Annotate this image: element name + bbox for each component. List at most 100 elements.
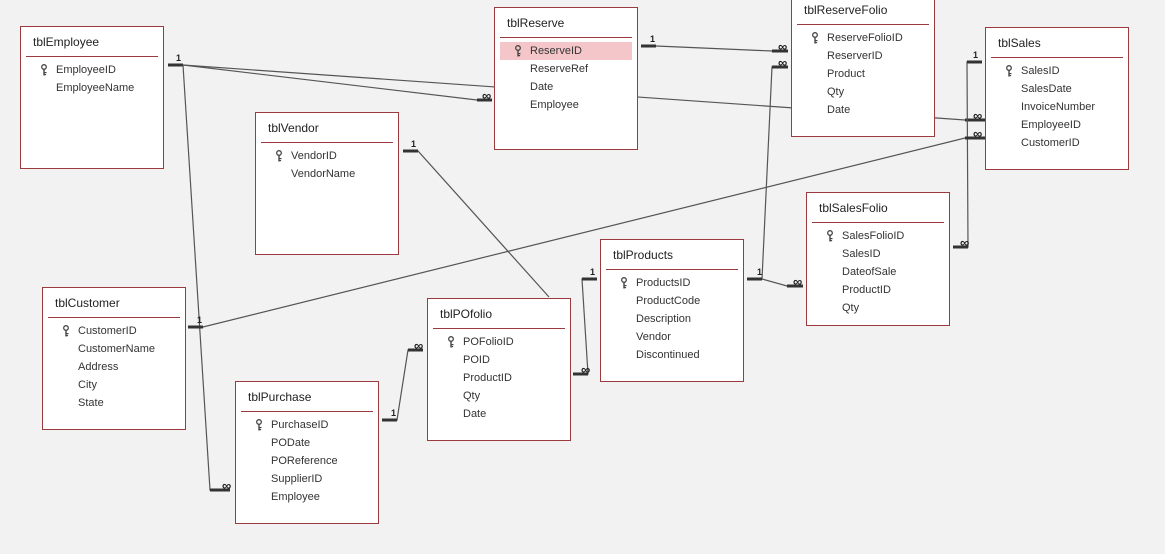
field-invoice-number[interactable]: InvoiceNumber (991, 98, 1123, 116)
field-product-id[interactable]: ProductID (433, 369, 565, 387)
field-label: ProductID (463, 372, 512, 384)
relationship-employee-purchase[interactable]: ∞ (182, 64, 231, 493)
field-employee-id[interactable]: EmployeeID (26, 61, 158, 79)
field-employee[interactable]: Employee (500, 96, 632, 114)
field-sales-id[interactable]: SalesID (991, 62, 1123, 80)
field-label: ProductID (842, 284, 891, 296)
field-vendor-name[interactable]: VendorName (261, 165, 393, 183)
table-title: tblCustomer (55, 296, 120, 310)
field-customer-id[interactable]: CustomerID (48, 322, 180, 340)
relationship-sales-salesfolio[interactable]: 1∞ (953, 50, 982, 250)
field-products-id[interactable]: ProductsID (606, 274, 738, 292)
field-date[interactable]: Date (500, 78, 632, 96)
field-label: ReserverID (827, 50, 883, 62)
field-supplier-id[interactable]: SupplierID (241, 470, 373, 488)
field-address[interactable]: Address (48, 358, 180, 376)
field-poid[interactable]: POID (433, 351, 565, 369)
relationship-purchase-pofolio[interactable]: 1∞ (382, 338, 423, 422)
relationship-customer-sales[interactable]: 1∞ (188, 126, 985, 329)
cardinality-many-label: ∞ (973, 108, 982, 123)
relationship-line[interactable] (747, 66, 788, 280)
field-vendor[interactable]: Vendor (606, 328, 738, 346)
field-employee-id[interactable]: EmployeeID (991, 116, 1123, 134)
field-label: POID (463, 354, 490, 366)
relationship-line[interactable] (641, 45, 788, 52)
field-customer-name[interactable]: CustomerName (48, 340, 180, 358)
field-dateof-sale[interactable]: DateofSale (812, 263, 944, 281)
cardinality-many-label: ∞ (778, 39, 787, 54)
field-sales-id[interactable]: SalesID (812, 245, 944, 263)
field-employee-name[interactable]: EmployeeName (26, 79, 158, 97)
field-customer-id[interactable]: CustomerID (991, 134, 1123, 152)
relationship-line[interactable] (953, 61, 982, 248)
relationship-line[interactable] (573, 278, 597, 375)
field-label: ReserveFolioID (827, 32, 903, 44)
field-state[interactable]: State (48, 394, 180, 412)
field-label: Qty (463, 390, 481, 402)
field-pofolio-id[interactable]: POFolioID (433, 333, 565, 351)
field-vendor-id[interactable]: VendorID (261, 147, 393, 165)
field-label: SalesID (1021, 65, 1060, 77)
primary-key-icon (514, 45, 522, 57)
field-label: POReference (271, 455, 338, 467)
relationship-vendor-products[interactable]: 1 (403, 139, 550, 298)
field-podate[interactable]: PODate (241, 434, 373, 452)
cardinality-many-label: ∞ (793, 274, 802, 289)
field-employee[interactable]: Employee (241, 488, 373, 506)
field-qty[interactable]: Qty (812, 299, 944, 317)
field-purchase-id[interactable]: PurchaseID (241, 416, 373, 434)
field-label: SalesID (842, 248, 881, 260)
relationship-products-reservefolio[interactable]: 1∞ (747, 55, 788, 281)
field-date[interactable]: Date (797, 101, 929, 119)
field-sales-date[interactable]: SalesDate (991, 80, 1123, 98)
title-divider (991, 57, 1123, 58)
field-discontinued[interactable]: Discontinued (606, 346, 738, 364)
primary-key-icon (255, 419, 263, 431)
relationship-line[interactable] (168, 64, 492, 101)
relationship-line[interactable] (403, 150, 550, 298)
field-poreference[interactable]: POReference (241, 452, 373, 470)
relationship-employee-reserve[interactable]: 1∞ (168, 53, 492, 103)
relationship-line[interactable] (182, 64, 230, 491)
field-label: SupplierID (271, 473, 323, 485)
field-label: Employee (271, 491, 320, 503)
relationship-products-pofolio[interactable]: 1∞ (573, 267, 597, 377)
table-title: tblSales (998, 36, 1041, 50)
field-qty[interactable]: Qty (433, 387, 565, 405)
field-description[interactable]: Description (606, 310, 738, 328)
field-product-code[interactable]: ProductCode (606, 292, 738, 310)
cardinality-one-label: 1 (197, 315, 202, 325)
field-product-id[interactable]: ProductID (812, 281, 944, 299)
field-label: Vendor (636, 331, 671, 343)
field-reserve-id[interactable]: ReserveID (500, 42, 632, 60)
field-product[interactable]: Product (797, 65, 929, 83)
relationship-line[interactable] (382, 349, 423, 421)
field-reserver-id[interactable]: ReserverID (797, 47, 929, 65)
field-sales-folio-id[interactable]: SalesFolioID (812, 227, 944, 245)
relationship-reserve-reservefolio[interactable]: 1∞ (641, 34, 788, 54)
field-city[interactable]: City (48, 376, 180, 394)
field-date[interactable]: Date (433, 405, 565, 423)
relationship-products-salesfolio[interactable]: ∞ (747, 274, 803, 289)
field-reserve-folio-id[interactable]: ReserveFolioID (797, 29, 929, 47)
field-qty[interactable]: Qty (797, 83, 929, 101)
field-reserve-ref[interactable]: ReserveRef (500, 60, 632, 78)
